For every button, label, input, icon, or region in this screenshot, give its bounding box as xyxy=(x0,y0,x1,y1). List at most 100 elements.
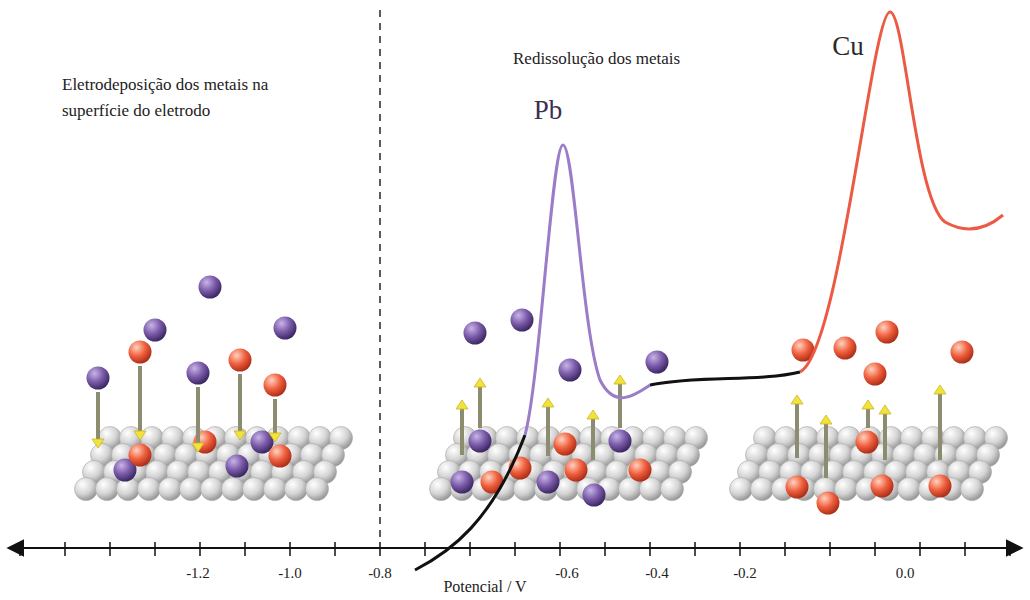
arrow-shaft xyxy=(795,404,799,458)
arrow-shaft xyxy=(460,409,464,455)
cu-peak xyxy=(800,12,1003,372)
axis-tick xyxy=(1009,542,1011,556)
axis-tick xyxy=(289,542,291,556)
metal-atom xyxy=(856,431,879,454)
metal-atom xyxy=(951,341,974,364)
arrow-shaft xyxy=(238,374,242,431)
axis-ticks xyxy=(20,542,1010,556)
arrow-head xyxy=(456,400,468,409)
metal-atom xyxy=(864,363,887,386)
metal-atom xyxy=(583,484,606,507)
metal-atom xyxy=(264,374,287,397)
arrow-head xyxy=(820,415,832,424)
axis-tick xyxy=(244,542,246,556)
electrode-atom xyxy=(264,478,287,501)
axis-tick xyxy=(379,542,381,556)
arrow-head xyxy=(269,433,281,442)
metal-atom xyxy=(834,337,857,360)
metal-atom xyxy=(817,492,840,515)
axis-tick xyxy=(424,542,426,556)
metal-atom xyxy=(876,321,899,344)
tick-label: -0.4 xyxy=(645,562,669,585)
arrow-shaft xyxy=(883,414,887,460)
axis-title: Potencial / V xyxy=(443,575,526,599)
electrode-atom xyxy=(96,478,119,501)
peak-label: Cu xyxy=(832,26,864,67)
electrode-atom xyxy=(751,478,774,501)
arrow-head xyxy=(614,375,626,384)
arrow-head xyxy=(934,385,946,394)
electrode-atom xyxy=(430,478,453,501)
pb-peak xyxy=(525,145,650,435)
metal-atom xyxy=(609,430,632,453)
arrow-head xyxy=(92,439,104,448)
axis-tick xyxy=(739,542,741,556)
arrow-shaft xyxy=(546,407,550,456)
tick-label: -0.8 xyxy=(368,562,392,585)
metal-atoms xyxy=(87,276,974,515)
arrow-shaft xyxy=(618,384,622,428)
arrow-shaft xyxy=(478,387,482,428)
electrode-atom xyxy=(222,478,245,501)
metal-atom xyxy=(229,349,252,372)
metal-atom xyxy=(786,476,809,499)
tick-label: -1.2 xyxy=(186,562,210,585)
metal-atom xyxy=(144,319,167,342)
electrode-surface xyxy=(75,427,1008,501)
axis-tick xyxy=(919,542,921,556)
metal-atom xyxy=(274,317,297,340)
axis-tick xyxy=(514,542,516,556)
arrow-head xyxy=(879,405,891,414)
metal-atom xyxy=(87,367,110,390)
baseline-curve xyxy=(650,372,800,385)
metal-atom xyxy=(469,430,492,453)
arrow-shaft xyxy=(273,399,277,433)
axis-tick xyxy=(559,542,561,556)
tick-label: -0.6 xyxy=(555,562,579,585)
phase-caption: Redissolução dos metais xyxy=(513,46,680,72)
metal-atom xyxy=(559,359,582,382)
axis-tick xyxy=(199,542,201,556)
divider-line xyxy=(379,10,381,538)
metal-atom xyxy=(187,362,210,385)
arrow-head xyxy=(134,431,146,440)
metal-atom xyxy=(199,276,222,299)
tick-label: -1.0 xyxy=(278,562,302,585)
electrode-atom xyxy=(243,478,266,501)
electrode-atom xyxy=(285,478,308,501)
arrow-head xyxy=(192,443,204,452)
metal-atom xyxy=(129,444,152,467)
metal-atom xyxy=(565,459,588,482)
metal-atom xyxy=(871,475,894,498)
peak-label: Pb xyxy=(534,90,563,131)
electrode-atom xyxy=(75,478,98,501)
arrow-shaft xyxy=(824,424,828,478)
electrode-atom xyxy=(898,478,921,501)
arrow-head xyxy=(234,431,246,440)
axis-tick xyxy=(964,542,966,556)
electrode-atom xyxy=(159,478,182,501)
electrode-atom xyxy=(730,478,753,501)
metal-atom xyxy=(537,471,560,494)
phase-caption: Eletrodeposição dos metais na superfície… xyxy=(62,72,302,123)
metal-atom xyxy=(464,322,487,345)
electrode-atom xyxy=(661,478,684,501)
arrow-shaft xyxy=(866,409,870,428)
axis-tick xyxy=(19,542,21,556)
arrow-shaft xyxy=(938,394,942,460)
electrode-atom xyxy=(180,478,203,501)
arrow-head xyxy=(791,395,803,404)
arrow-head xyxy=(542,398,554,407)
metal-atom xyxy=(129,341,152,364)
axis-tick xyxy=(64,542,66,556)
arrow-head xyxy=(587,410,599,419)
axis-tick xyxy=(694,542,696,556)
arrow-head xyxy=(862,400,874,409)
axis-tick xyxy=(154,542,156,556)
axis-tick xyxy=(334,542,336,556)
migration-arrows xyxy=(92,366,946,478)
arrow-shaft xyxy=(196,387,200,443)
axis-tick xyxy=(784,542,786,556)
electrode-atom xyxy=(138,478,161,501)
metal-atom xyxy=(929,475,952,498)
